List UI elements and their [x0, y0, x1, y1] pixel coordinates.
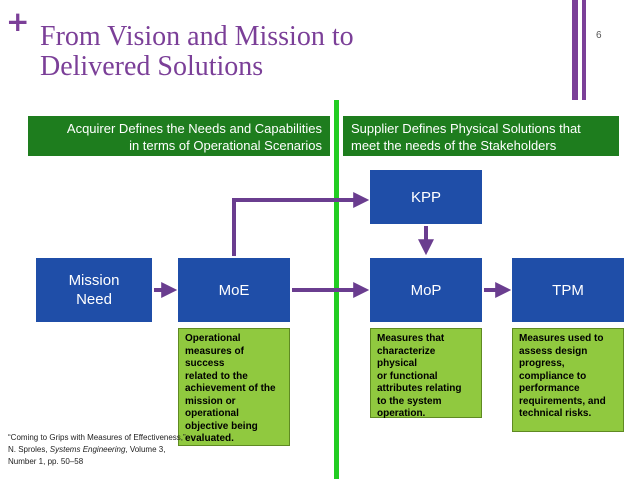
note-line: progress,	[519, 358, 565, 369]
decorative-bar	[572, 0, 578, 100]
note-line: evaluated.	[185, 433, 234, 444]
tpm-label: TPM	[552, 281, 584, 299]
page-number: 6	[596, 30, 602, 41]
note-line: measures of success	[185, 345, 244, 370]
supplier-banner: Supplier Defines Physical Solutions that…	[343, 116, 619, 156]
plus-icon: +	[6, 5, 30, 38]
mission-need-box: Mission Need	[36, 258, 152, 322]
mop-box: MoP	[370, 258, 482, 322]
mission-need-line-2: Need	[76, 291, 112, 308]
page-title: From Vision and Mission to Delivered Sol…	[40, 22, 354, 82]
note-line: performance	[519, 383, 580, 394]
note-line: related to the	[185, 370, 248, 382]
mop-description: Measures that characterize physical or f…	[370, 328, 482, 419]
moe-description: Operational measures of success related …	[178, 328, 290, 446]
citation: “Coming to Grips with Measures of Effect…	[8, 432, 188, 468]
citation-quote: “Coming to Grips with Measures of Effect…	[8, 433, 186, 454]
acquirer-banner: Acquirer Defines the Needs and Capabilit…	[28, 116, 330, 156]
note-line: Measures that	[377, 333, 445, 344]
kpp-box: KPP	[370, 170, 482, 224]
note-line: attributes relating	[377, 383, 462, 394]
note-line: requirements, and	[519, 395, 606, 407]
note-line: Measures used to	[519, 333, 604, 344]
title-line-2: Delivered Solutions	[40, 51, 264, 82]
supplier-banner-line-1: Supplier Defines Physical Solutions that	[351, 121, 581, 136]
note-line: or functional	[377, 370, 438, 382]
supplier-banner-line-2: meet the needs of the Stakeholders	[351, 138, 557, 153]
note-line: Operational	[185, 333, 241, 344]
note-line: achievement of the	[185, 383, 276, 394]
moe-label: MoE	[218, 281, 250, 299]
acquirer-banner-line-2: in terms of Operational Scenarios	[129, 138, 322, 153]
note-line: operation.	[377, 408, 426, 419]
note-line: assess design	[519, 345, 588, 357]
note-line: characterize physical	[377, 345, 436, 370]
mop-label: MoP	[410, 281, 442, 299]
note-line: to the system	[377, 395, 442, 407]
tpm-description: Measures used to assess design progress,…	[512, 328, 624, 432]
note-line: technical risks.	[519, 408, 592, 419]
arrow-moe-to-kpp	[232, 192, 370, 256]
decorative-bar-thin	[582, 0, 586, 100]
note-line: mission or	[185, 395, 236, 407]
note-line: operational	[185, 408, 239, 419]
moe-box: MoE	[178, 258, 290, 322]
mission-need-line-1: Mission	[68, 272, 120, 289]
citation-journal: Systems Engineering	[49, 445, 126, 454]
note-line: compliance to	[519, 370, 587, 382]
title-line-1: From Vision and Mission to	[40, 21, 354, 52]
tpm-box: TPM	[512, 258, 624, 322]
note-line: objective being	[185, 420, 258, 432]
kpp-label: KPP	[410, 188, 441, 206]
citation-details: , Volume 3, Number 1, pp. 50–58	[8, 445, 166, 466]
acquirer-banner-line-1: Acquirer Defines the Needs and Capabilit…	[66, 121, 322, 136]
